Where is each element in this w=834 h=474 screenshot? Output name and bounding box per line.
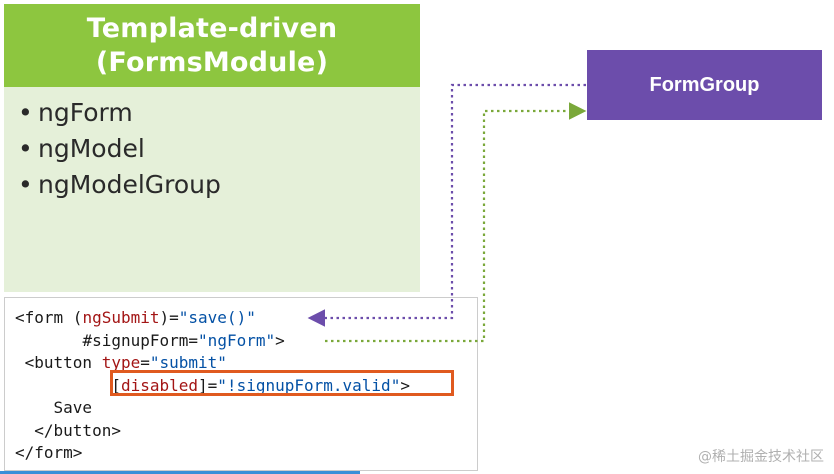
directive-item: •ngModel [18, 131, 420, 167]
directive-item: •ngModelGroup [18, 167, 420, 203]
bullet-icon: • [18, 134, 33, 163]
code-panel [4, 297, 478, 471]
code-line-4: [disabled]="!signupForm.valid"> [111, 375, 410, 395]
disabled-binding-highlight [110, 370, 454, 396]
template-driven-header: Template-driven (FormsModule) [4, 4, 420, 87]
code-snippet: <form (ngSubmit)="save()" #signupForm="n… [15, 307, 410, 465]
header-title-line2: (FormsModule) [95, 46, 329, 78]
directive-item: •ngForm [18, 95, 420, 131]
ngsubmit-connector-arrow [307, 83, 586, 327]
formgroup-box: FormGroup [587, 50, 822, 120]
bullet-icon: • [18, 170, 33, 199]
code-line-5: Save [15, 398, 93, 417]
directive-list: •ngForm •ngModel •ngModelGroup [4, 87, 420, 203]
ngform-connector-arrow [325, 102, 587, 343]
code-line-7: </form> [15, 443, 83, 462]
code-line-2: #signupForm="ngForm"> [82, 330, 285, 350]
code-line-6: </button> [15, 420, 121, 440]
bullet-icon: • [18, 98, 33, 127]
watermark: @稀土掘金技术社区 [698, 449, 824, 465]
header-title-line1: Template-driven [86, 12, 338, 44]
formgroup-label: FormGroup [649, 73, 760, 96]
bottom-progress-bar [0, 471, 360, 474]
code-line-3: <button type="submit" [15, 353, 227, 372]
directive-list-panel: •ngForm •ngModel •ngModelGroup [4, 87, 420, 292]
code-line-1: <form (ngSubmit)="save()" [15, 308, 256, 327]
